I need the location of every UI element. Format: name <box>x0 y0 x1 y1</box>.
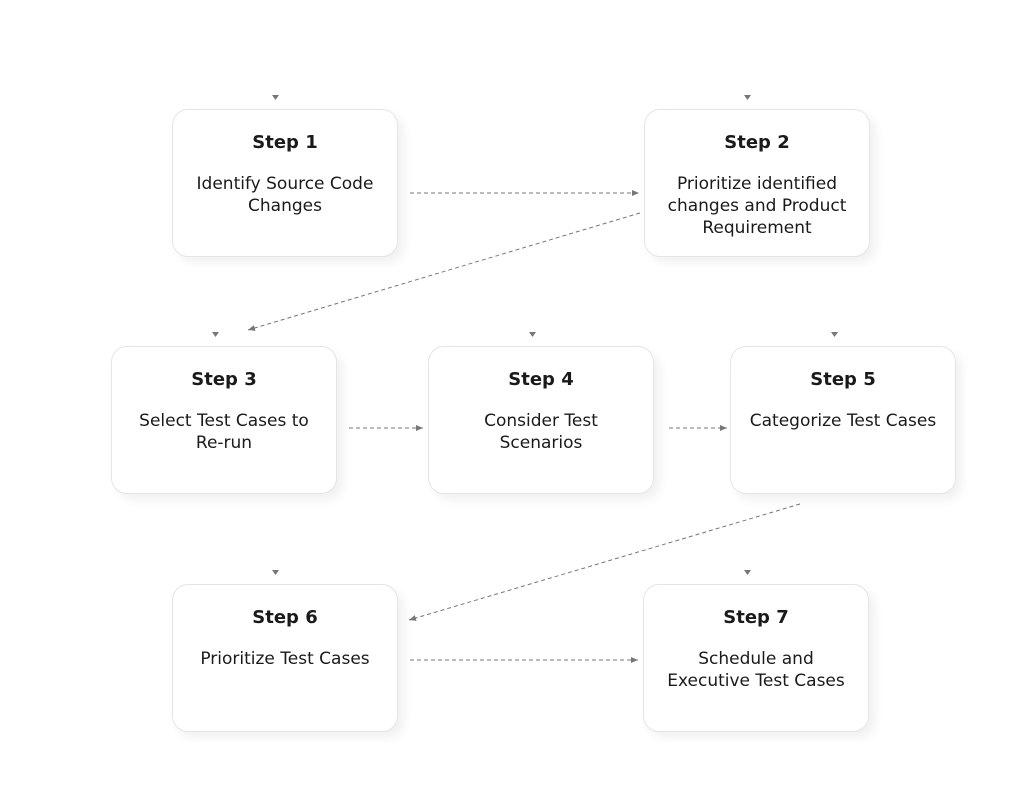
entry-marker-step-4 <box>529 332 536 337</box>
step-2-title: Step 2 <box>724 132 790 153</box>
entry-marker-step-6 <box>272 570 279 575</box>
step-7-title: Step 7 <box>723 607 789 628</box>
entry-marker-step-1 <box>272 95 279 100</box>
step-1-title: Step 1 <box>252 132 318 153</box>
step-3-description: Select Test Cases to Re-run <box>139 411 309 453</box>
step-1-card: Step 1 Identify Source Code Changes <box>172 109 398 257</box>
entry-marker-step-2 <box>744 95 751 100</box>
entry-marker-step-3 <box>212 332 219 337</box>
step-4-description: Consider Test Scenarios <box>484 411 598 453</box>
entry-marker-step-5 <box>831 332 838 337</box>
step-4-title: Step 4 <box>508 369 574 390</box>
step-3-title: Step 3 <box>191 369 257 390</box>
entry-marker-step-7 <box>744 570 751 575</box>
step-5-title: Step 5 <box>810 369 876 390</box>
step-4-card: Step 4 Consider Test Scenarios <box>428 346 654 494</box>
step-2-description: Prioritize identified changes and Produc… <box>667 174 847 238</box>
step-7-description: Schedule and Executive Test Cases <box>667 649 845 691</box>
step-2-card: Step 2 Prioritize identified changes and… <box>644 109 870 257</box>
step-5-description: Categorize Test Cases <box>749 411 937 431</box>
step-6-description: Prioritize Test Cases <box>200 649 370 669</box>
step-5-card: Step 5 Categorize Test Cases <box>730 346 956 494</box>
step-6-card: Step 6 Prioritize Test Cases <box>172 584 398 732</box>
step-6-title: Step 6 <box>252 607 318 628</box>
step-7-card: Step 7 Schedule and Executive Test Cases <box>643 584 869 732</box>
step-3-card: Step 3 Select Test Cases to Re-run <box>111 346 337 494</box>
step-1-description: Identify Source Code Changes <box>196 174 374 216</box>
